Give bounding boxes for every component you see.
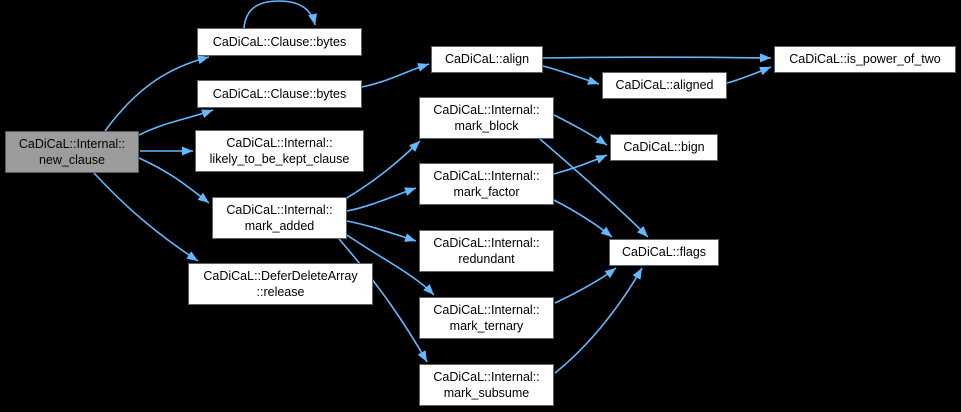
node-mark-added[interactable]: CaDiCaL::Internal:: mark_added [212,197,347,239]
edge-mark-block-to-bign [553,114,608,146]
edge-aligned-to-is-power-of-two [726,66,772,84]
node-defer-delete-array-release[interactable]: CaDiCaL::DeferDeleteArray ::release [188,263,373,305]
edge-bytes-self-loop [243,0,317,29]
edge-mark-added-to-mark-factor [346,187,417,212]
edge-mark-added-to-mark-subsume [338,238,428,363]
edge-mark-subsume-to-flags [554,267,643,374]
edge-new-clause-to-mark-added [138,157,210,204]
node-is-power-of-two[interactable]: CaDiCaL::is_power_of_two [774,46,956,73]
edge-new-clause-to-bytes-top [104,55,210,132]
node-clause-bytes-2[interactable]: CaDiCaL::Clause::bytes [197,80,362,108]
node-mark-subsume[interactable]: CaDiCaL::Internal:: mark_subsume [419,364,554,406]
edge-mark-block-to-flags [539,138,649,238]
edge-mark-added-to-mark-ternary [343,232,435,296]
edge-bytes-to-align [361,63,430,88]
node-redundant[interactable]: CaDiCaL::Internal:: redundant [419,230,554,272]
edge-mark-added-to-mark-block [344,140,421,200]
node-clause-bytes-1[interactable]: CaDiCaL::Clause::bytes [197,28,362,56]
edge-mark-added-to-redundant [346,220,417,242]
node-new-clause: CaDiCaL::Internal:: new_clause [5,131,139,173]
node-likely-to-be-kept-clause[interactable]: CaDiCaL::Internal:: likely_to_be_kept_cl… [195,130,364,172]
edge-mark-factor-to-flags [553,199,613,238]
edge-align-to-aligned [542,65,600,85]
node-mark-block[interactable]: CaDiCaL::Internal:: mark_block [419,97,554,139]
edge-new-clause-to-release [93,172,199,262]
edge-align-to-is-power-of-two [542,53,772,63]
node-flags[interactable]: CaDiCaL::flags [609,239,719,266]
edge-new-clause-to-bytes [138,109,214,136]
node-mark-ternary[interactable]: CaDiCaL::Internal:: mark_ternary [419,297,554,339]
edge-mark-ternary-to-flags [554,267,617,304]
node-bign[interactable]: CaDiCaL::bign [610,134,718,161]
node-align[interactable]: CaDiCaL::align [431,46,543,73]
node-mark-factor[interactable]: CaDiCaL::Internal:: mark_factor [419,163,554,205]
node-aligned[interactable]: CaDiCaL::aligned [602,72,727,99]
edge-mark-factor-to-bign [553,154,608,175]
